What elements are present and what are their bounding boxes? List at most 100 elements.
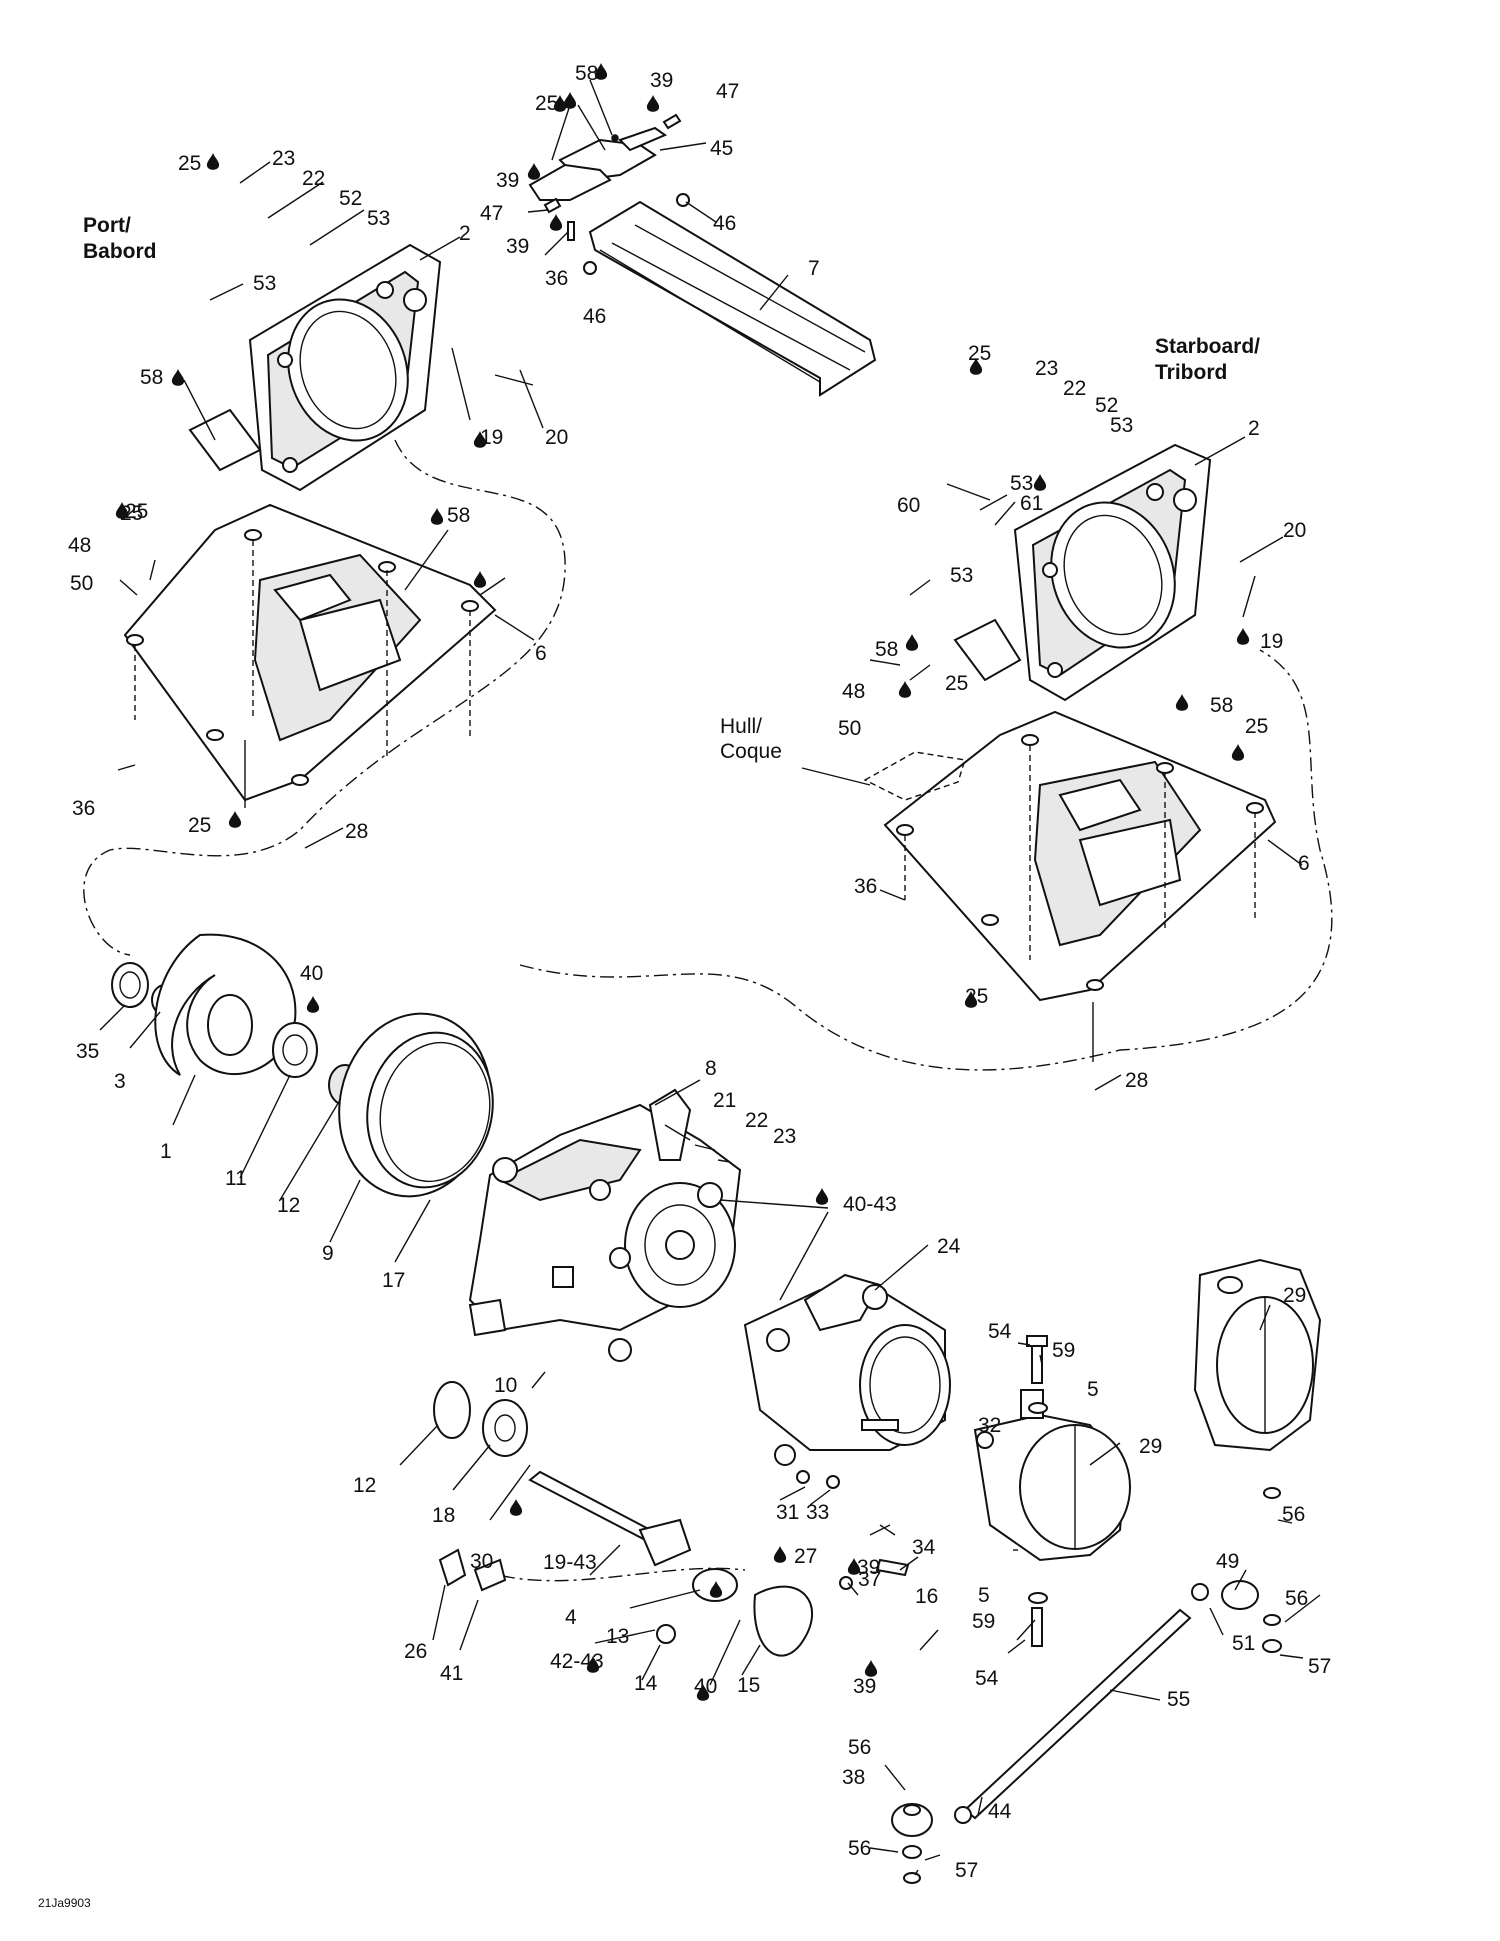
steering-rod bbox=[891, 1580, 1259, 1837]
part-label: 58 bbox=[140, 366, 163, 389]
part-label: 39 bbox=[506, 235, 529, 258]
hull-plate-outline bbox=[863, 751, 966, 801]
drop-icon bbox=[473, 571, 487, 588]
part-label: 37 bbox=[858, 1568, 881, 1591]
starboard-nozzle-support bbox=[953, 443, 1212, 702]
part-label: 29 bbox=[1283, 1284, 1306, 1307]
part-label: 49 bbox=[1216, 1550, 1239, 1573]
starboard-title-line1: Starboard/ bbox=[1155, 335, 1260, 358]
part-label: 2 bbox=[459, 222, 471, 245]
jet-pump-housing bbox=[468, 1088, 742, 1362]
part-label: 31 bbox=[776, 1501, 799, 1524]
part-label: 39 bbox=[650, 69, 673, 92]
steering-nozzle-upper bbox=[1193, 1258, 1322, 1452]
part-label: 46 bbox=[713, 212, 736, 235]
port-title-line2: Babord bbox=[83, 240, 157, 263]
part-label: 4 bbox=[565, 1606, 577, 1629]
part-label: 23 bbox=[1035, 357, 1058, 380]
port-ride-plate bbox=[123, 503, 497, 802]
impeller-assembly bbox=[111, 933, 362, 1106]
drop-icon bbox=[696, 1684, 710, 1701]
part-label: 47 bbox=[480, 202, 503, 225]
part-label: 6 bbox=[1298, 852, 1310, 875]
part-label: 59 bbox=[972, 1610, 995, 1633]
part-label: 40 bbox=[300, 962, 323, 985]
part-label: 25 bbox=[125, 500, 148, 523]
part-label: 5 bbox=[978, 1584, 990, 1607]
part-label: 2 bbox=[1248, 417, 1260, 440]
part-label: 48 bbox=[68, 534, 91, 557]
part-label: 28 bbox=[345, 820, 368, 843]
part-label: 6 bbox=[535, 642, 547, 665]
part-label: 25 bbox=[120, 502, 143, 525]
part-label: 58 bbox=[875, 638, 898, 661]
drop-icon bbox=[1033, 474, 1047, 491]
part-label: 52 bbox=[1095, 394, 1118, 417]
part-label: 3 bbox=[114, 1070, 126, 1093]
port-routing-loop bbox=[83, 439, 566, 956]
part-label: 22 bbox=[302, 167, 325, 190]
part-label: 36 bbox=[72, 797, 95, 820]
part-label: 44 bbox=[988, 1800, 1012, 1823]
drop-icon bbox=[509, 1499, 523, 1516]
part-label: 19-43 bbox=[543, 1551, 597, 1574]
part-label: 39 bbox=[857, 1556, 880, 1579]
part-label: 12 bbox=[277, 1194, 300, 1217]
part-label: 23 bbox=[272, 147, 295, 170]
part-label: 16 bbox=[915, 1585, 938, 1608]
part-label: 56 bbox=[848, 1736, 871, 1759]
part-label: 52 bbox=[339, 187, 362, 210]
part-label: 13 bbox=[606, 1625, 629, 1648]
part-label: 51 bbox=[1232, 1632, 1255, 1655]
part-label: 59 bbox=[1052, 1339, 1075, 1362]
part-label: 53 bbox=[1010, 472, 1033, 495]
drop-icon bbox=[306, 996, 320, 1013]
part-label: 57 bbox=[1308, 1655, 1331, 1678]
part-label: 58 bbox=[447, 504, 470, 527]
part-label: 41 bbox=[440, 1662, 463, 1685]
part-label: 25 bbox=[535, 92, 558, 115]
drop-icon bbox=[171, 369, 185, 386]
starboard-routing-loop bbox=[519, 649, 1333, 1071]
hull-label: Hull/ Coque bbox=[720, 715, 782, 763]
part-label: 46 bbox=[583, 305, 606, 328]
venturi bbox=[743, 1273, 951, 1466]
drop-icon bbox=[586, 1656, 600, 1673]
part-label: 12 bbox=[353, 1474, 376, 1497]
part-label: 5 bbox=[1087, 1378, 1099, 1401]
part-label: 22 bbox=[1063, 377, 1086, 400]
part-label: 9 bbox=[322, 1242, 334, 1265]
part-label: 1 bbox=[160, 1140, 172, 1163]
part-label: 10 bbox=[494, 1374, 517, 1397]
drop-icon bbox=[594, 63, 608, 80]
part-label: 29 bbox=[1139, 1435, 1162, 1458]
drop-icon bbox=[1231, 744, 1245, 761]
drop-icon bbox=[563, 92, 577, 109]
support-plate bbox=[588, 200, 877, 397]
part-label: 36 bbox=[545, 267, 568, 290]
part-label: 61 bbox=[1020, 492, 1043, 515]
drop-icon bbox=[864, 1660, 878, 1677]
part-label: 53 bbox=[950, 564, 973, 587]
steering-nozzle-lower bbox=[973, 1389, 1131, 1562]
part-label: 18 bbox=[432, 1504, 455, 1527]
drop-icon bbox=[527, 163, 541, 180]
port-title-line1: Port/ bbox=[83, 214, 131, 237]
part-label: 22 bbox=[745, 1109, 768, 1132]
part-label: 25 bbox=[945, 672, 968, 695]
part-label: 15 bbox=[737, 1674, 760, 1697]
part-label: 25 bbox=[968, 342, 991, 365]
part-label: 35 bbox=[76, 1040, 99, 1063]
part-label: 24 bbox=[937, 1235, 961, 1258]
drop-icon bbox=[228, 811, 242, 828]
part-label: 58 bbox=[1210, 694, 1233, 717]
part-label: 8 bbox=[705, 1057, 717, 1080]
drop-icon bbox=[964, 991, 978, 1008]
drop-icon bbox=[905, 634, 919, 651]
part-label: 27 bbox=[794, 1545, 817, 1568]
part-label: 23 bbox=[773, 1125, 796, 1148]
steering-bracket bbox=[528, 126, 668, 201]
drawing-code: 21Ja9903 bbox=[38, 1896, 91, 1910]
part-label: 57 bbox=[955, 1859, 978, 1882]
